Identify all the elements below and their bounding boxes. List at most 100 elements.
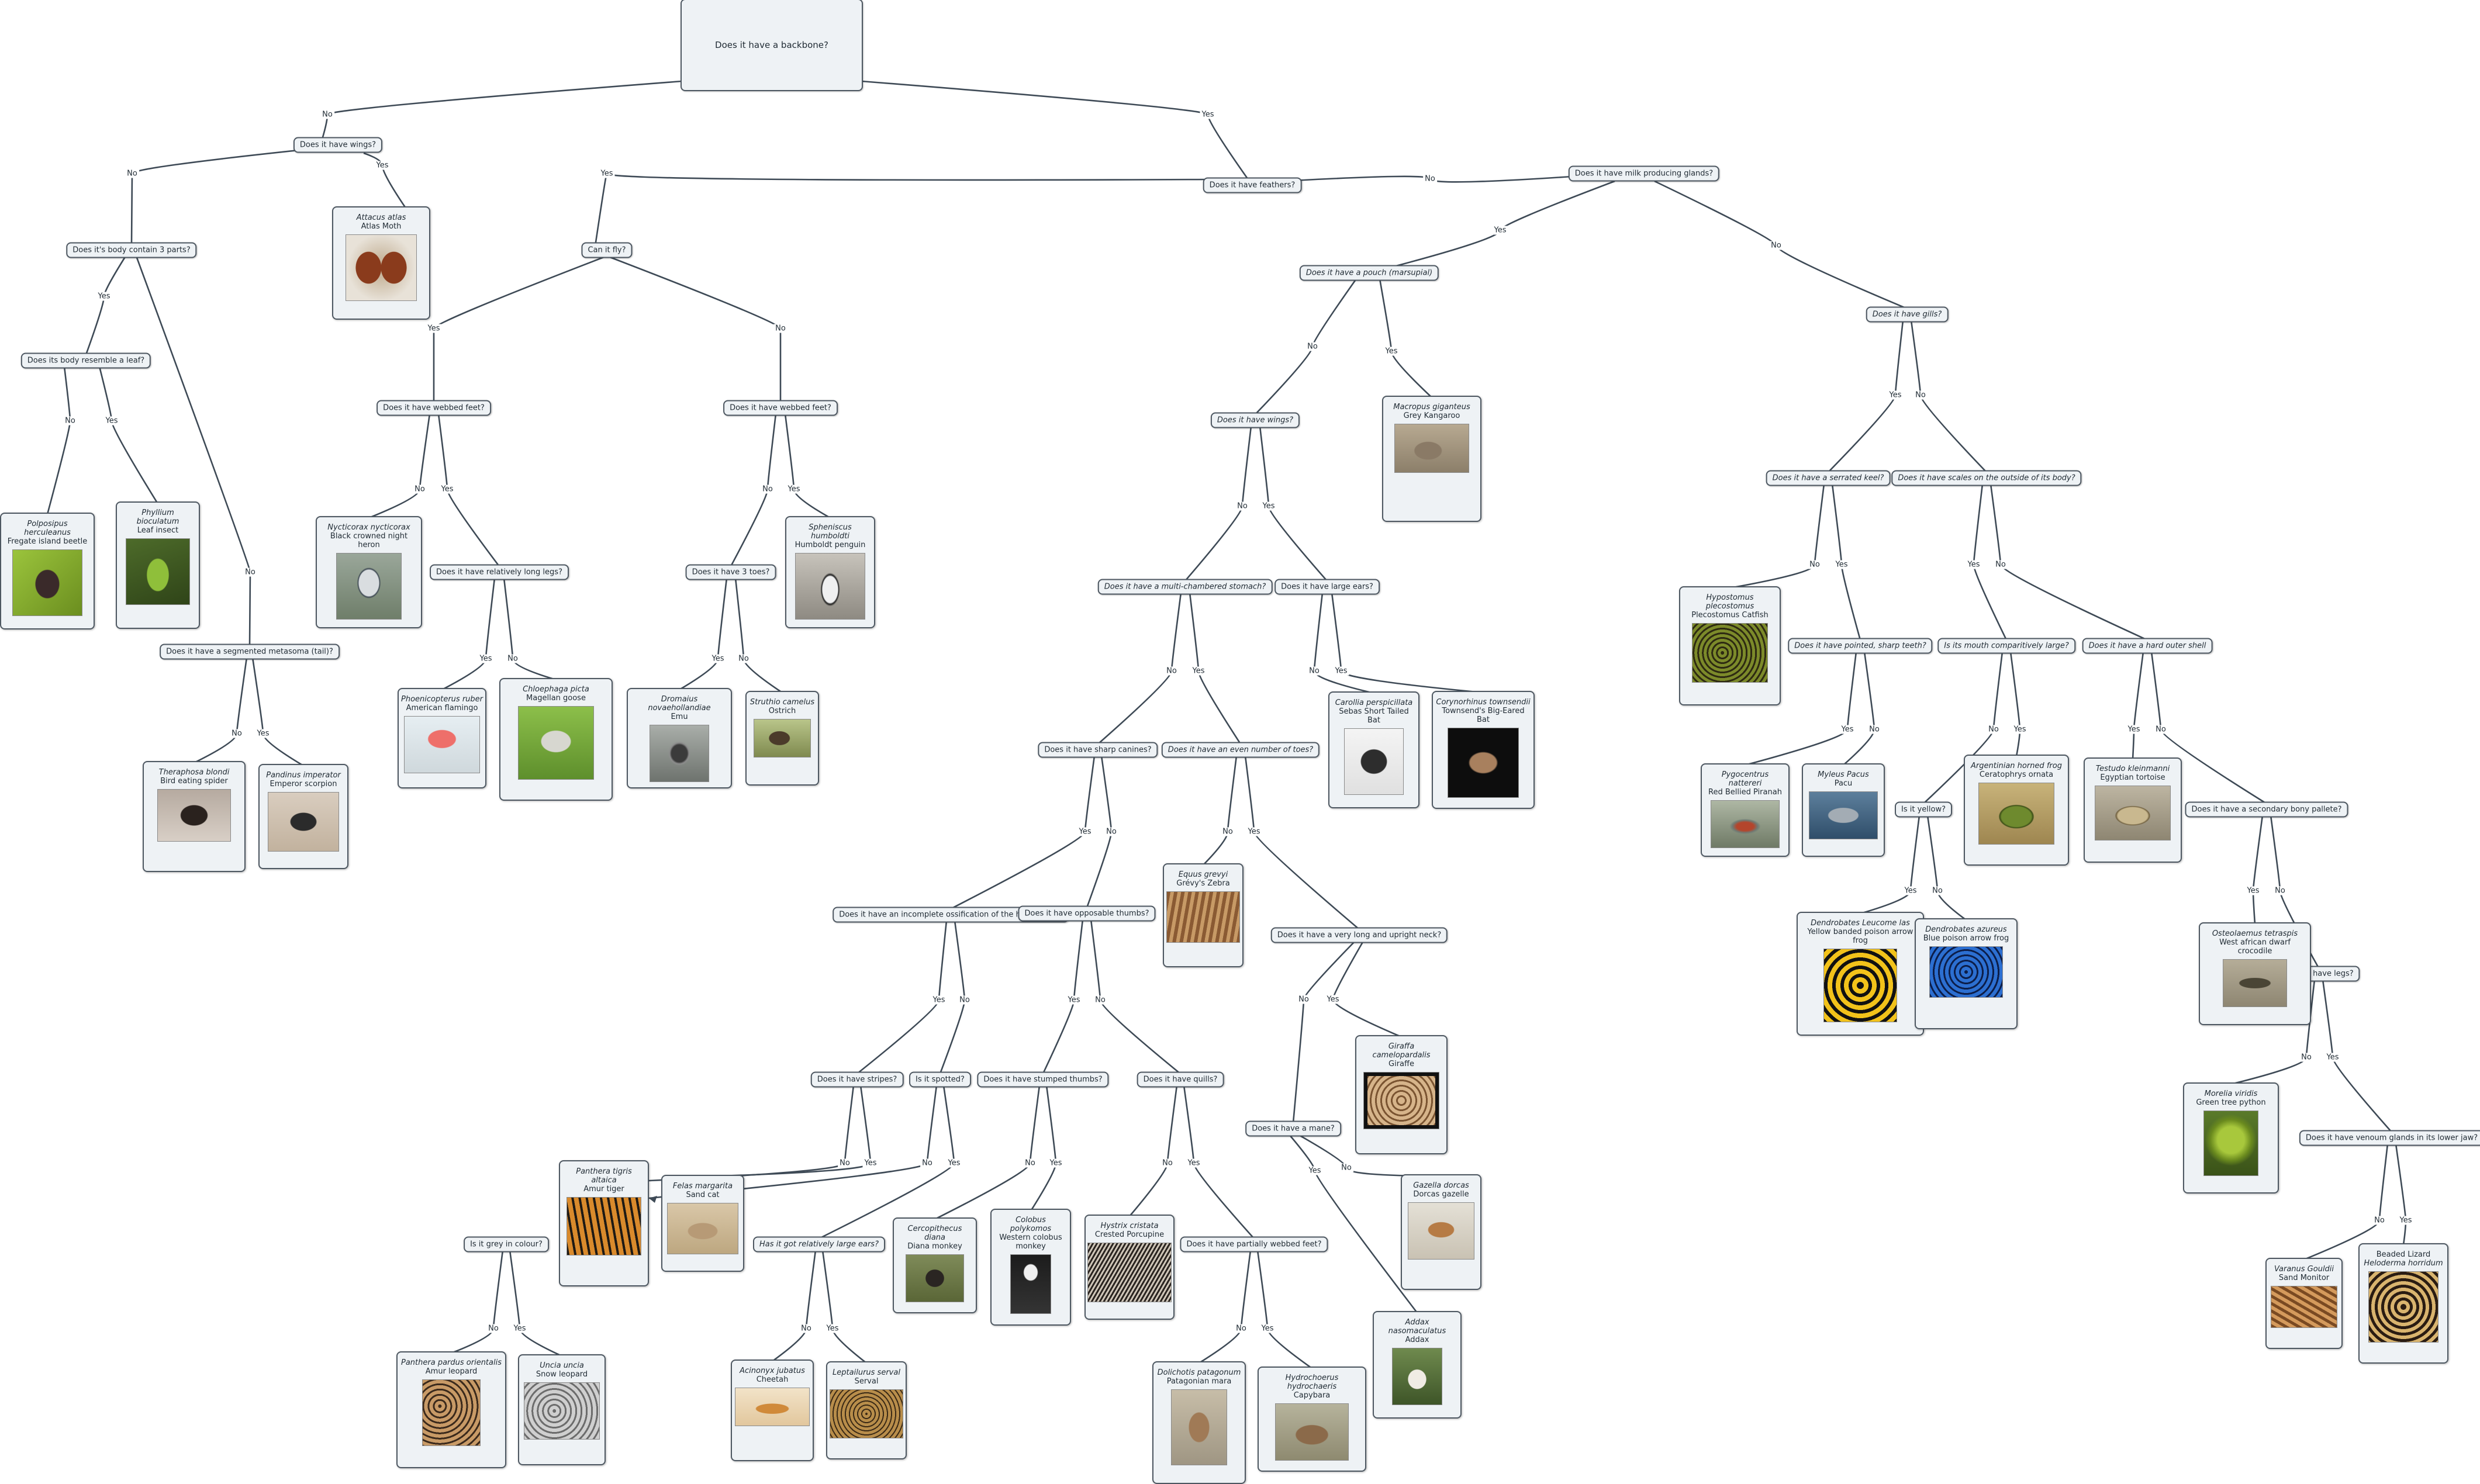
edge-label-yes: Yes — [478, 654, 494, 663]
scientific-name: Varanus Gouldii — [2274, 1265, 2334, 1274]
connector-line — [441, 577, 496, 691]
animal-card-magellan-goose[interactable]: Chloephaga picta Magellan goose — [499, 678, 613, 801]
question-pouch[interactable]: Does it have a pouch (marsupial) — [1299, 265, 1439, 281]
question-grey-colour[interactable]: Is it grey in colour? — [464, 1236, 549, 1253]
question-mane[interactable]: Does it have a mane? — [1245, 1120, 1341, 1137]
animal-card-diana-monkey[interactable]: Cercopithecus diana Diana monkey — [893, 1217, 977, 1313]
animal-card-capybara[interactable]: Hydrochoerus hydrochaeris Capybara — [1258, 1367, 1366, 1472]
common-name: Western colobus monkey — [999, 1233, 1062, 1251]
question-leaf-body[interactable]: Does its body resemble a leaf? — [20, 352, 151, 369]
question-long-legs[interactable]: Does it have relatively long legs? — [430, 564, 569, 580]
question-wings-mammal[interactable]: Does it have wings? — [1210, 412, 1300, 428]
animal-card-crested-porcupine[interactable]: Hystrix cristata Crested Porcupine — [1084, 1215, 1175, 1320]
common-name: Crested Porcupine — [1094, 1230, 1165, 1239]
question-opposable-thumbs[interactable]: Does it have opposable thumbs? — [1018, 905, 1156, 922]
question-backbone[interactable]: Does it have a backbone? — [681, 0, 863, 91]
animal-card-addax[interactable]: Addax nasomaculatus Addax — [1373, 1311, 1462, 1419]
connector-line — [1030, 1085, 1057, 1212]
question-sharp-canines[interactable]: Does it have sharp canines? — [1038, 742, 1158, 758]
common-name: Fregate island beetle — [7, 537, 88, 546]
animal-card-emu[interactable]: Dromaius novaehollandiae Emu — [627, 688, 732, 788]
question-three-toes[interactable]: Does it have 3 toes? — [685, 564, 776, 580]
animal-card-western-colobus[interactable]: Colobus polykomos Western colobus monkey — [990, 1209, 1071, 1326]
animal-card-argentinian-horned-frog[interactable]: Argentinian horned frog Ceratophrys orna… — [1964, 755, 2069, 866]
animal-card-amur-tiger[interactable]: Panthera tigris altaica Amur tiger — [559, 1160, 649, 1286]
animal-card-snow-leopard[interactable]: Uncia uncia Snow leopard — [518, 1354, 606, 1465]
edge-label-no: No — [2273, 886, 2287, 895]
animal-card-big-eared-bat[interactable]: Corynorhinus townsendii Townsend's Big-E… — [1432, 691, 1535, 809]
edge-label-yes: Yes — [1048, 1158, 1064, 1168]
animal-card-green-tree-python[interactable]: Morelia viridis Green tree python — [2183, 1082, 2279, 1194]
common-name: Black crowned night heron — [330, 532, 408, 549]
question-hard-shell[interactable]: Does it have a hard outer shell — [2082, 638, 2213, 654]
edge-label-no: No — [320, 110, 334, 119]
question-webbed-feet-flightless[interactable]: Does it have webbed feet? — [723, 400, 838, 416]
animal-card-frigate-island-beetle[interactable]: Polposipus herculeanus Fregate island be… — [0, 513, 95, 629]
animal-card-yellow-banded-frog[interactable]: Dendrobates Leucome las Yellow banded po… — [1797, 912, 1924, 1036]
common-name: Serval — [854, 1377, 879, 1386]
penguin-photo — [795, 553, 865, 620]
question-body-3-parts[interactable]: Does it's body contain 3 parts? — [66, 242, 197, 258]
question-large-mouth[interactable]: Is its mouth comparitively large? — [1937, 638, 2075, 654]
animal-card-egyptian-tortoise[interactable]: Testudo kleinmanni Egyptian tortoise — [2084, 757, 2182, 863]
animal-card-grey-kangaroo[interactable]: Macropus giganteus Grey Kangaroo — [1382, 396, 1481, 522]
scientific-name: Pygocentrus nattereri — [1721, 770, 1769, 788]
connector-line — [1282, 172, 1614, 183]
animal-card-beaded-lizard[interactable]: Beaded Lizard Heloderma horridum — [2358, 1243, 2448, 1364]
connector-line — [1926, 815, 1967, 921]
question-segmented-metasoma[interactable]: Does it have a segmented metasoma (tail)… — [160, 644, 340, 660]
animal-card-pacu[interactable]: Myleus Pacus Pacu — [1802, 763, 1885, 857]
animal-card-sand-monitor[interactable]: Varanus Gouldii Sand Monitor — [2265, 1258, 2343, 1349]
common-name: Patagonian mara — [1166, 1377, 1232, 1386]
connector-line — [1729, 483, 1825, 589]
animal-card-grevys-zebra[interactable]: Equus grevyi Grévy's Zebra — [1163, 863, 1244, 967]
question-large-ears-cat[interactable]: Has it got relatively large ears? — [753, 1236, 885, 1253]
question-even-toes[interactable]: Does it have an even number of toes? — [1161, 742, 1320, 758]
animal-card-humboldt-penguin[interactable]: Spheniscus humboldti Humboldt penguin — [785, 516, 875, 628]
question-sharp-teeth[interactable]: Does it have pointed, sharp teeth? — [1788, 638, 1933, 654]
question-large-ears-bat[interactable]: Does it have large ears? — [1274, 579, 1380, 595]
animal-card-emperor-scorpion[interactable]: Pandinus imperator Emperor scorpion — [258, 764, 348, 869]
question-scales[interactable]: Does it have scales on the outside of it… — [1891, 470, 2082, 486]
question-partially-webbed[interactable]: Does it have partially webbed feet? — [1180, 1236, 1328, 1253]
animal-card-red-bellied-piranha[interactable]: Pygocentrus nattereri Red Bellied Pirana… — [1701, 763, 1790, 857]
animal-card-atlas-moth[interactable]: Attacus atlas Atlas Moth — [332, 206, 430, 320]
animal-card-bird-eating-spider[interactable]: Theraphosa blondi Bird eating spider — [143, 761, 246, 872]
animal-card-ostrich[interactable]: Struthio camelus Ostrich — [745, 691, 819, 786]
edge-label-no: No — [243, 568, 257, 577]
animal-card-dorcas-gazelle[interactable]: Gazella dorcas Dorcas gazelle — [1401, 1174, 1481, 1290]
beetle-photo — [12, 549, 82, 616]
animal-card-patagonian-mara[interactable]: Dolichotis patagonum Patagonian mara — [1152, 1361, 1246, 1484]
question-milk-glands[interactable]: Does it have milk producing glands? — [1568, 165, 1720, 182]
animal-card-giraffe[interactable]: Giraffa camelopardalis Giraffe — [1355, 1035, 1448, 1154]
common-name: Emperor scorpion — [270, 780, 337, 788]
question-wings-invertebrate[interactable]: Does it have wings? — [293, 137, 383, 153]
animal-card-short-tailed-bat[interactable]: Carollia perspicillata Sebas Short Taile… — [1328, 691, 1419, 808]
animal-card-sand-cat[interactable]: Felas margarita Sand cat — [661, 1175, 744, 1272]
question-feathers[interactable]: Does it have feathers? — [1203, 177, 1302, 193]
question-stripes[interactable]: Does it have stripes? — [810, 1071, 904, 1088]
animal-card-plecostomus-catfish[interactable]: Hypostomus plecostomus Plecostomus Catfi… — [1679, 586, 1781, 705]
question-spotted[interactable]: Is it spotted? — [909, 1071, 971, 1088]
animal-card-serval[interactable]: Leptailurus serval Serval — [826, 1361, 907, 1459]
question-can-fly[interactable]: Can it fly? — [581, 242, 633, 258]
question-long-neck[interactable]: Does it have a very long and upright nec… — [1270, 927, 1448, 943]
question-yellow[interactable]: Is it yellow? — [1895, 801, 1952, 818]
animal-card-leaf-insect[interactable]: Phyllium bioculatum Leaf insect — [116, 501, 200, 629]
question-webbed-feet-flying[interactable]: Does it have webbed feet? — [377, 400, 491, 416]
animal-card-cheetah[interactable]: Acinonyx jubatus Cheetah — [731, 1360, 814, 1461]
animal-card-dwarf-crocodile[interactable]: Osteolaemus tetraspis West african dwarf… — [2199, 922, 2311, 1025]
pacu-photo — [1809, 791, 1878, 839]
question-quills[interactable]: Does it have quills? — [1137, 1071, 1224, 1088]
animal-card-amur-leopard[interactable]: Panthera pardus orientalis Amur leopard — [396, 1351, 506, 1468]
question-serrated-keel[interactable]: Does it have a serrated keel? — [1766, 470, 1891, 486]
question-bony-palate[interactable]: Does it have a secondary bony pallete? — [2185, 801, 2348, 818]
scientific-name: Osteolaemus tetraspis — [2212, 929, 2298, 938]
question-gills[interactable]: Does it have gills? — [1866, 306, 1949, 323]
animal-card-american-flamingo[interactable]: Phoenicopterus ruber American flamingo — [398, 688, 486, 788]
question-stumped-thumbs[interactable]: Does it have stumped thumbs? — [977, 1071, 1109, 1088]
animal-card-blue-poison-frog[interactable]: Dendrobates azureus Blue poison arrow fr… — [1915, 918, 2018, 1029]
question-venom-glands[interactable]: Does it have venoum glands in its lower … — [2299, 1130, 2480, 1146]
question-multi-chambered-stomach[interactable]: Does it have a multi-chambered stomach? — [1097, 579, 1273, 595]
animal-card-night-heron[interactable]: Nycticorax nycticorax Black crowned nigh… — [316, 516, 422, 628]
